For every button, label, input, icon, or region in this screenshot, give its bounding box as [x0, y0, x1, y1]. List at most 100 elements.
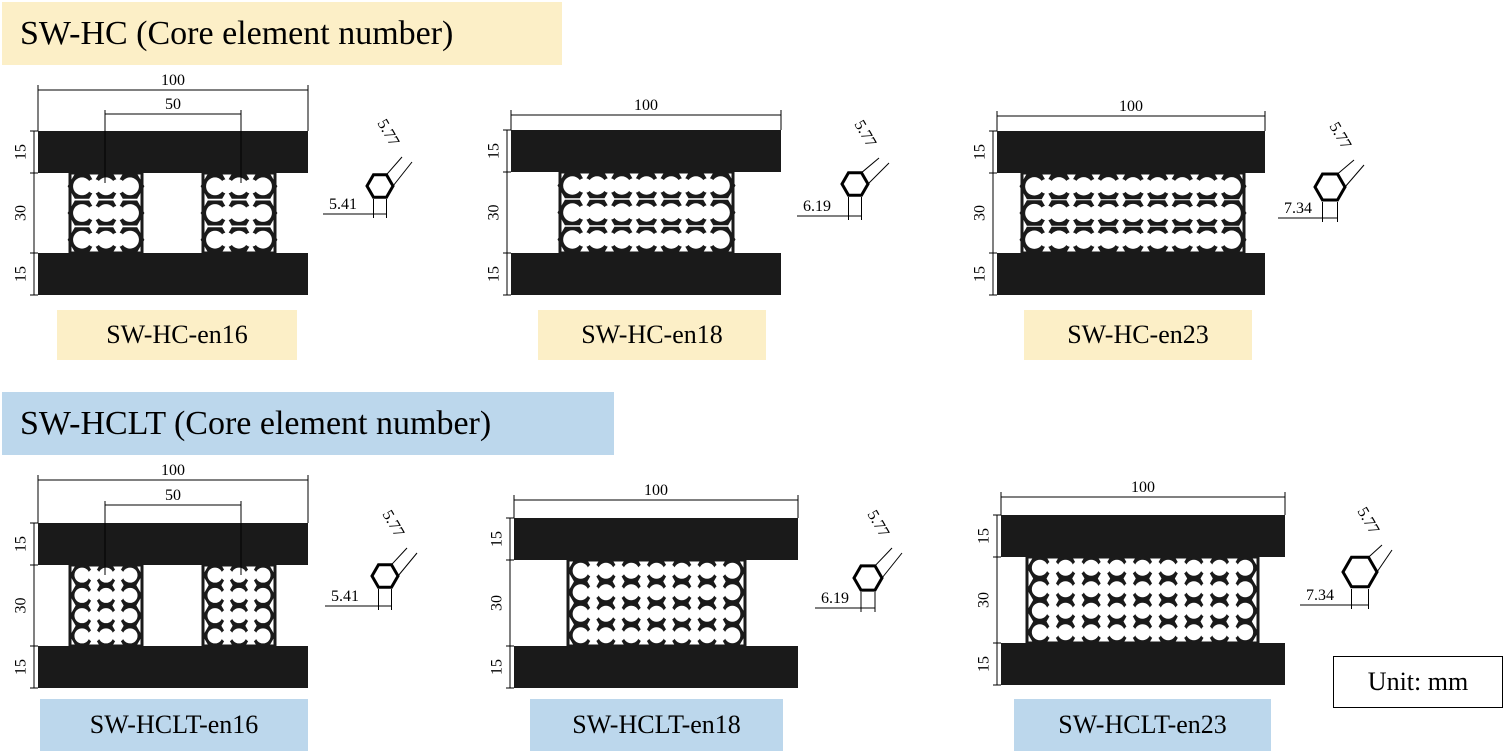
core-cell-hole — [713, 564, 727, 578]
core-cell-hole — [563, 203, 582, 222]
width-dimension-label: 100 — [161, 462, 185, 479]
core-cell-hole — [1187, 232, 1203, 248]
core-cell-hole — [1162, 205, 1178, 221]
core-cell-hole — [626, 232, 642, 247]
core-cell-hole — [662, 585, 676, 599]
specimen-label: SW-HC-en16 — [57, 310, 297, 360]
core-cell-hole — [1039, 232, 1055, 248]
core-cell-hole — [648, 562, 665, 579]
core-cell-hole — [676, 232, 691, 247]
core-block-outline — [68, 171, 144, 255]
core-cell-hole — [1237, 559, 1254, 576]
core-cell-hole — [637, 230, 656, 249]
core-cell-hole — [637, 628, 651, 642]
core-cell-hole — [1046, 604, 1060, 618]
core-cell-hole — [686, 176, 706, 195]
width-dimension-label: 100 — [644, 482, 668, 499]
width-dimension-label: 100 — [161, 72, 185, 89]
thickness-dimension-label: 15 — [13, 266, 30, 282]
core-cell-hole — [699, 562, 716, 579]
core-cell-hole — [1137, 232, 1153, 248]
core-cell-hole — [1134, 624, 1151, 641]
core-cell-hole — [662, 564, 676, 578]
core-cell-hole — [1211, 205, 1227, 221]
core-cell-hole — [74, 587, 90, 603]
core-cell-hole — [623, 584, 640, 601]
core-cell-hole — [1237, 602, 1254, 619]
core-cell-hole — [255, 608, 271, 624]
gap-dimension-label: 50 — [165, 96, 181, 113]
core-cell-hole — [651, 178, 667, 193]
core-cell-hole — [231, 628, 247, 644]
core-cell-hole — [1174, 625, 1188, 639]
core-cell-hole — [1134, 559, 1151, 576]
core-cell-hole — [623, 562, 640, 579]
core-cell-hole — [74, 628, 90, 644]
core-cell-hole — [1197, 230, 1217, 249]
core-cell-hole — [219, 205, 235, 221]
core-cell-hole — [586, 628, 600, 642]
section-title-hc: SW-HC (Core element number) — [2, 2, 562, 65]
core-cell-hole — [1108, 559, 1125, 576]
thickness-dimension-label: 30 — [976, 592, 993, 608]
core-cell-hole — [711, 230, 730, 249]
core-cell-hole — [111, 569, 125, 582]
core-cell-hole — [244, 609, 258, 622]
hex-side-dimension-label: 5.77 — [1326, 119, 1355, 152]
core-cell-hole — [121, 177, 139, 196]
core-cell-hole — [1225, 625, 1239, 639]
hex-side-dimension-line — [397, 552, 418, 577]
core-cell-hole — [1237, 581, 1254, 598]
core-cell-hole — [1197, 177, 1217, 196]
core-cell-hole — [1225, 582, 1239, 596]
core-cell-hole — [1137, 205, 1153, 221]
core-cell-hole — [1039, 205, 1055, 221]
core-cell-hole — [587, 230, 607, 249]
core-cell-hole — [86, 232, 102, 247]
core-cell-hole — [86, 179, 102, 194]
core-cell-hole — [1185, 559, 1202, 576]
core-cell-hole — [612, 203, 631, 222]
core-cell-hole — [602, 205, 617, 220]
core-cell-hole — [1160, 559, 1177, 576]
core-cell-hole — [687, 585, 701, 599]
hex-width-dimension-label: 7.34 — [1306, 587, 1334, 604]
core-cell-hole — [700, 232, 716, 247]
thickness-dimension-label: 15 — [972, 144, 989, 160]
core-cell-hole — [121, 204, 139, 222]
core-cell-hole — [648, 627, 665, 644]
core-cell-hole — [1225, 604, 1239, 618]
core-cell-hole — [1074, 230, 1093, 249]
core-cell-hole — [111, 629, 125, 642]
core-cell-hole — [207, 567, 223, 583]
core-cell-hole — [219, 179, 235, 194]
core-cell-hole — [1162, 232, 1178, 248]
core-cell-hole — [1113, 178, 1129, 194]
core-cell-hole — [1197, 203, 1217, 223]
core-cell-hole — [1174, 582, 1188, 596]
core-cell-hole — [87, 569, 101, 582]
bottom-face-sheet — [514, 646, 798, 688]
width-dimension-label: 100 — [1119, 98, 1143, 115]
core-cell-hole — [1049, 203, 1069, 223]
core-cell-hole — [1148, 230, 1167, 249]
core-cell-hole — [597, 562, 614, 579]
core-cell-hole — [673, 627, 690, 644]
core-cell-hole — [673, 562, 690, 579]
hexagon-detail-icon — [1341, 555, 1379, 589]
core-cell-hole — [1148, 203, 1167, 223]
core-cell-hole — [1031, 624, 1048, 641]
core-cell-hole — [74, 608, 90, 624]
core-cell-hole — [1123, 582, 1137, 596]
core-cell-hole — [110, 179, 126, 194]
core-block-outline — [1020, 171, 1246, 255]
hex-side-dimension-label: 5.77 — [379, 507, 408, 540]
hex-width-dimension-label: 6.19 — [821, 590, 849, 607]
core-cell-hole — [244, 589, 258, 602]
core-cell-hole — [98, 628, 114, 644]
core-cell-hole — [122, 567, 138, 583]
core-cell-hole — [1071, 561, 1085, 575]
bottom-face-sheet — [511, 253, 781, 295]
core-cell-hole — [1173, 203, 1192, 223]
